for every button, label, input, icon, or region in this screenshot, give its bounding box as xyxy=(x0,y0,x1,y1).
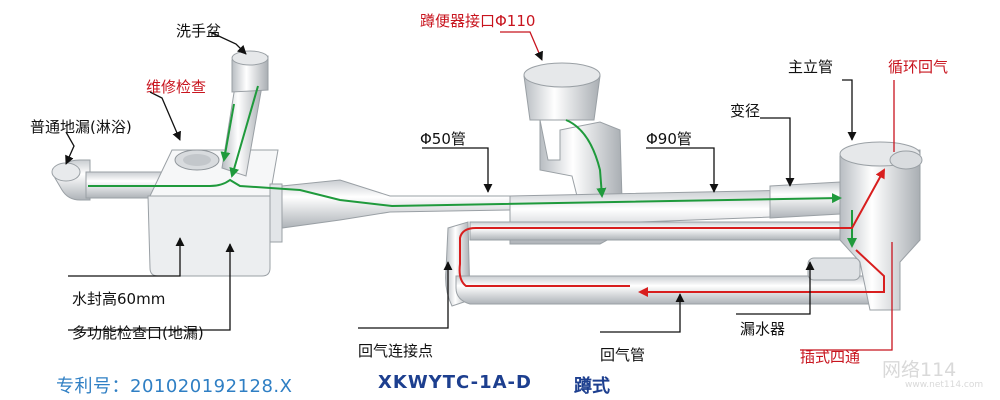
label-pipe-50: Φ50管 xyxy=(420,130,466,148)
drain-flow-arrows xyxy=(88,85,857,248)
watermark-main: 网络114 xyxy=(882,359,957,381)
label-maintenance-check: 维修检查 xyxy=(146,78,207,96)
callout-lines xyxy=(65,31,857,333)
label-pipe-90: Φ90管 xyxy=(646,130,692,148)
label-reducer: 变径 xyxy=(730,102,761,120)
label-vent-pipe: 回气管 xyxy=(600,346,646,364)
model-number: XKWYTC-1A-D xyxy=(378,372,532,393)
watermark-sub: www.net114.com xyxy=(905,380,984,390)
label-circulating-vent: 循环回气 xyxy=(888,58,949,76)
vent-return-pipe xyxy=(445,221,881,307)
label-leak-device: 漏水器 xyxy=(740,320,786,338)
floor-drain-elbow xyxy=(51,159,91,201)
label-wash-basin: 洗手盆 xyxy=(176,22,222,40)
label-main-stack: 主立管 xyxy=(788,58,834,76)
product-type: 蹲式 xyxy=(574,376,610,397)
callout-lines-red xyxy=(500,31,895,351)
squat-toilet-connector xyxy=(523,62,623,201)
vent-flow-arrows xyxy=(458,168,885,297)
label-floor-drain-shower: 普通地漏(淋浴) xyxy=(30,118,132,136)
main-stack-assembly xyxy=(769,141,923,311)
label-vent-connection-point: 回气连接点 xyxy=(358,342,434,360)
label-plug-in-cross: 插式四通 xyxy=(800,348,861,366)
label-multi-check-port: 多功能检查口(地漏) xyxy=(72,324,204,342)
check-box xyxy=(147,149,283,277)
label-water-seal-height: 水封高60mm xyxy=(72,290,166,308)
patent-number: 专利号：201020192128.X xyxy=(56,376,293,397)
label-squat-toilet-inlet: 蹲便器接口Φ110 xyxy=(420,12,536,30)
